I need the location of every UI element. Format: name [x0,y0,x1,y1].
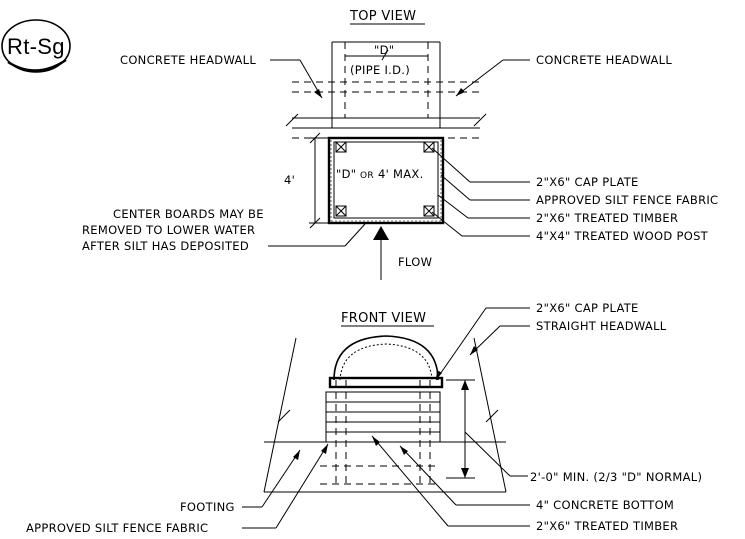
front-headwall-right-edge [473,337,507,493]
post-bottom-right [423,205,435,217]
timber-leader [437,194,469,219]
center-boards-leader-diag [344,223,366,247]
front-headwall-break-left [277,409,291,423]
cap-plate-label-top: 2"X6" CAP PLATE [536,175,639,189]
footing-arrow [293,450,300,460]
barrier-fabric-outline [327,136,445,225]
front-cap-plate-leader [435,307,487,381]
pipe-d-label: "D" [374,43,394,57]
cap-plate-leader [431,147,471,183]
footing-label: FOOTING [180,500,235,514]
straight-headwall-arrow [470,346,478,355]
logo-ellipse-shadow [7,59,67,72]
headwall-left-arrow [314,89,322,98]
min-height-leader [464,431,511,477]
treated-timber-label-top: 2"X6" TREATED TIMBER [536,211,678,225]
barrier-inner-outline [333,141,439,219]
max-label-inside: 4' MAX. [378,167,424,181]
straight-headwall-label: STRAIGHT HEADWALL [536,319,667,333]
concrete-bottom-label: 4" CONCRETE BOTTOM [536,498,674,512]
pipe-id-label: (PIPE I.D.) [350,63,410,77]
front-silt-fence-arrow [321,444,328,454]
silt-fence-leader [440,174,471,201]
front-cap-plate-label: 2"X6" CAP PLATE [536,301,639,315]
post-leader [431,211,463,237]
front-headwall-left-edge [263,337,297,493]
center-boards-line-1: CENTER BOARDS MAY BE [113,207,264,221]
min-height-arrow-top [461,380,469,390]
front-silt-fence-label: APPROVED SILT FENCE FABRIC [26,521,208,535]
concrete-headwall-left-label: CONCRETE HEADWALL [120,53,256,67]
wood-post-label: 4"X4" TREATED WOOD POST [536,229,709,243]
pipe-id-break [381,49,389,61]
logo: Rt-Sg [1,19,71,73]
front-timber-arrow [372,436,380,446]
headwall-right-leader-diag [455,59,504,97]
headwall-break-right [473,113,487,127]
flow-arrow-icon [373,226,389,280]
dim-4-slash-bottom [309,217,321,229]
front-treated-timber-label: 2"X6" TREATED TIMBER [536,519,678,533]
logo-text: Rt-Sg [7,34,65,59]
front-silt-fence-leader [275,443,329,529]
logo-ellipse [1,19,71,73]
post-bottom-left [335,205,347,217]
dim-4-slash-top [309,132,321,144]
post-top-left [335,141,347,153]
concrete-headwall-right-label: CONCRETE HEADWALL [536,53,672,67]
center-boards-line-2: REMOVED TO LOWER WATER [82,223,255,237]
top-view-title: TOP VIEW [349,9,416,24]
headwall-right-arrow [456,88,465,96]
top-view: TOP VIEW "D" (PIPE I.D.) CONCRETE HEADWA… [82,9,718,280]
front-headwall-break-right [485,409,499,423]
front-barrier-body [325,391,441,443]
concrete-bottom-leader [399,445,457,506]
front-timber-leader [371,435,449,527]
d-label-inside: "D" [336,167,356,181]
min-height-arrow-bottom [461,468,469,478]
concrete-bottom-arrow [400,446,408,455]
silt-fence-label-top: APPROVED SILT FENCE FABRIC [536,193,718,207]
front-cap-plate-arrow [436,370,442,380]
min-height-label: 2'-0" MIN. (2/3 "D" NORMAL) [530,470,702,484]
front-view-title: FRONT VIEW [341,311,426,326]
pipe-arch-inner [339,343,433,381]
pipe-arch-outer [333,335,439,381]
post-top-right [423,141,435,153]
front-cap-plate [328,376,444,389]
center-boards-line-3: AFTER SILT HAS DEPOSITED [82,239,249,253]
footing-leader [261,449,301,508]
flow-label: FLOW [398,255,432,269]
or-label-inside: OR [360,171,374,181]
headwall-break-left [285,113,299,127]
front-view: FRONT VIEW [26,301,702,535]
dim-4-label: 4' [284,173,295,187]
